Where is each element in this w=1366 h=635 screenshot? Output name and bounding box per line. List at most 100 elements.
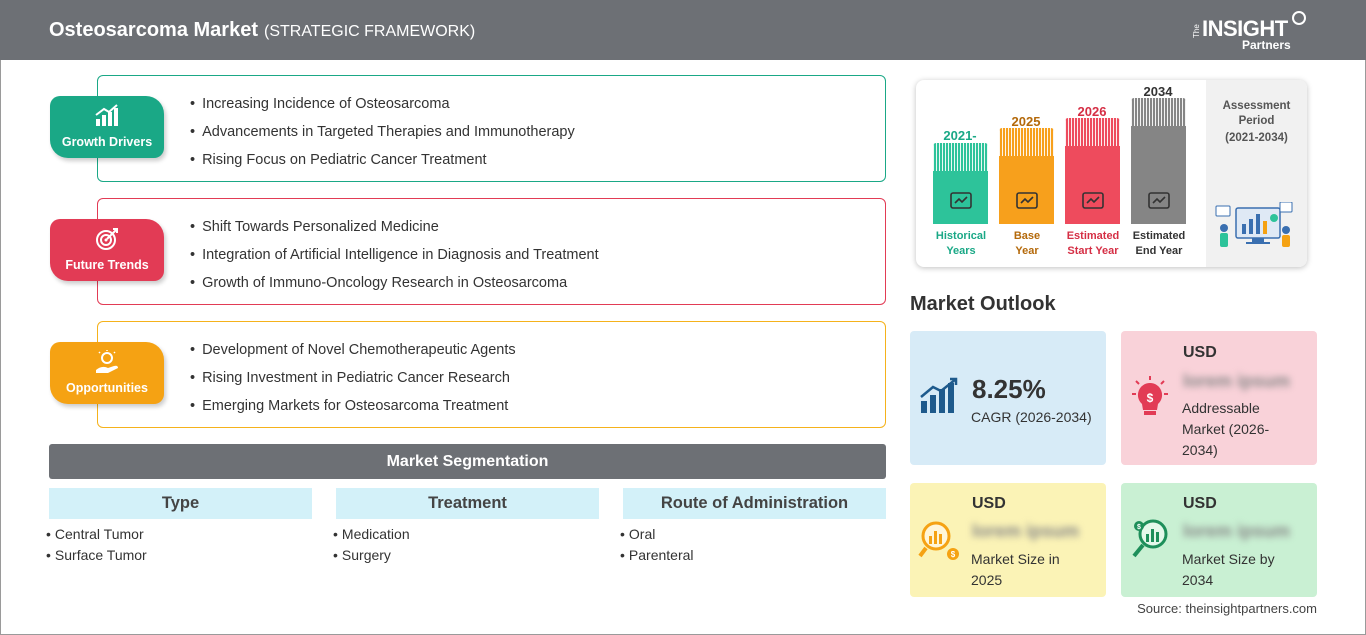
cagr-value: 8.25% bbox=[972, 374, 1046, 404]
growth-chart-icon bbox=[95, 104, 118, 126]
timeline-bar-stripes bbox=[1065, 118, 1120, 146]
segment-list-treatment: Medication Surgery bbox=[333, 525, 410, 567]
list-item: Integration of Artificial Intelligence i… bbox=[190, 245, 599, 273]
header-bar: Osteosarcoma Market (STRATEGIC FRAMEWORK)… bbox=[0, 0, 1366, 60]
list-item: Advancements in Targeted Therapies and I… bbox=[190, 122, 575, 150]
timeline-caption-line1: Estimated bbox=[1132, 230, 1186, 242]
size2034-label: Market Size by 2034 bbox=[1182, 551, 1275, 588]
timeline-bar bbox=[1131, 98, 1186, 224]
opportunities-list: Development of Novel Chemotherapeutic Ag… bbox=[190, 340, 516, 424]
presentation-icon bbox=[1148, 192, 1170, 209]
size2025-label: Market Size in 2025 bbox=[971, 551, 1060, 588]
list-item: Growth of Immuno-Oncology Research in Os… bbox=[190, 273, 599, 301]
size2034-value: lorem ipsum bbox=[1183, 521, 1291, 541]
source-link[interactable]: Source: theinsightpartners.com bbox=[1137, 601, 1317, 616]
opportunities-badge: Opportunities bbox=[50, 342, 164, 404]
addressable-value: lorem ipsum bbox=[1183, 371, 1291, 391]
growth-drivers-card: Increasing Incidence of Osteosarcoma Adv… bbox=[97, 75, 886, 182]
timeline-bar bbox=[933, 143, 988, 224]
timeline-caption-line1: Estimated bbox=[1066, 230, 1120, 242]
timeline-caption-line2: Start Year bbox=[1067, 245, 1119, 257]
logo-insight: INSIGHT bbox=[1202, 16, 1288, 41]
calendar-icon bbox=[1016, 192, 1038, 209]
timeline-year: 2025 bbox=[1011, 114, 1041, 129]
list-item: Shift Towards Personalized Medicine bbox=[190, 217, 599, 245]
growth-drivers-label: Growth Drivers bbox=[61, 135, 153, 149]
logo-partners: Partners bbox=[1242, 38, 1291, 52]
market-segmentation-bar: Market Segmentation bbox=[49, 444, 886, 479]
chart-board-icon bbox=[1082, 192, 1104, 209]
assessment-period: (2021-2034) bbox=[1225, 132, 1288, 144]
segment-head-route: Route of Administration bbox=[623, 488, 886, 519]
assessment-title: Assessment Period bbox=[1222, 100, 1291, 127]
size2025-value: lorem ipsum bbox=[972, 521, 1080, 541]
list-item: Medication bbox=[333, 525, 410, 546]
market-size-2025-card: $ USD lorem ipsum Market Size in 2025 bbox=[910, 483, 1106, 597]
future-trends-card: Shift Towards Personalized Medicine Inte… bbox=[97, 198, 886, 305]
list-item: Surgery bbox=[333, 546, 410, 567]
future-trends-badge: Future Trends bbox=[50, 219, 164, 281]
page-title: Osteosarcoma Market (STRATEGIC FRAMEWORK) bbox=[49, 19, 475, 42]
list-item: Increasing Incidence of Osteosarcoma bbox=[190, 94, 575, 122]
timeline-bar bbox=[999, 128, 1054, 224]
opportunities-label: Opportunities bbox=[66, 381, 148, 395]
addressable-market-card: $ USD lorem ipsum Addressable Market (20… bbox=[1121, 331, 1317, 465]
timeline-caption-line1: Base bbox=[1013, 230, 1041, 242]
size2034-usd: USD bbox=[1183, 495, 1217, 512]
logo-the: The bbox=[1192, 24, 1201, 38]
lightbulb-dollar-icon: $ bbox=[1132, 376, 1168, 415]
list-item: Rising Investment in Pediatric Cancer Re… bbox=[190, 368, 516, 396]
cagr-card: 8.25% CAGR (2026-2034) bbox=[910, 331, 1106, 465]
timeline-bar-stripes bbox=[1131, 98, 1186, 126]
segment-head-type: Type bbox=[49, 488, 312, 519]
segment-list-route: Oral Parenteral bbox=[620, 525, 694, 567]
opportunities-card: Development of Novel Chemotherapeutic Ag… bbox=[97, 321, 886, 428]
list-item: Rising Focus on Pediatric Cancer Treatme… bbox=[190, 150, 575, 178]
timeline-caption-line2: Year bbox=[1015, 245, 1039, 257]
list-item: Surface Tumor bbox=[46, 546, 147, 567]
list-item: Oral bbox=[620, 525, 694, 546]
growth-drivers-list: Increasing Incidence of Osteosarcoma Adv… bbox=[190, 94, 575, 178]
magnifier-chart-icon: $ bbox=[918, 521, 959, 560]
target-icon bbox=[96, 228, 118, 250]
lightbulb-hand-icon bbox=[96, 350, 118, 373]
insight-partners-logo[interactable]: The INSIGHT Partners bbox=[1192, 10, 1312, 54]
timeline-caption-line1: Historical bbox=[935, 230, 987, 242]
addressable-label: Addressable Market (2026-2034) bbox=[1182, 400, 1270, 458]
size2025-usd: USD bbox=[972, 495, 1006, 512]
timeline-bar bbox=[1065, 118, 1120, 224]
list-item: Emerging Markets for Osteosarcoma Treatm… bbox=[190, 396, 516, 424]
market-outlook-title: Market Outlook bbox=[910, 293, 1056, 315]
cagr-label: CAGR (2026-2034) bbox=[971, 409, 1092, 425]
list-item: Development of Novel Chemotherapeutic Ag… bbox=[190, 340, 516, 368]
timeline-caption-line2: Years bbox=[946, 245, 976, 257]
timeline-bar-stripes bbox=[933, 143, 988, 171]
history-icon bbox=[950, 192, 972, 209]
timeline-year: 2026 bbox=[1077, 104, 1107, 119]
subtitle-text: (STRATEGIC FRAMEWORK) bbox=[263, 23, 476, 40]
svg-text:$: $ bbox=[951, 550, 956, 559]
magnifier-chart-icon: $ bbox=[1132, 519, 1168, 558]
title-text: Osteosarcoma Market bbox=[49, 19, 258, 41]
svg-text:$: $ bbox=[1147, 391, 1154, 405]
assessment-panel: Assessment Period (2021-2034) bbox=[1206, 80, 1307, 267]
future-trends-label: Future Trends bbox=[65, 258, 149, 272]
addressable-usd: USD bbox=[1183, 344, 1217, 361]
growth-drivers-badge: Growth Drivers bbox=[50, 96, 164, 158]
logo-ring-icon bbox=[1292, 11, 1306, 25]
timeline-caption-line2: End Year bbox=[1135, 245, 1183, 257]
timeline-year: 2034 bbox=[1143, 84, 1173, 99]
timeline-bar-stripes bbox=[999, 128, 1054, 156]
analytics-people-icon bbox=[1215, 202, 1293, 247]
svg-text:$: $ bbox=[1137, 524, 1141, 531]
future-trends-list: Shift Towards Personalized Medicine Inte… bbox=[190, 217, 599, 301]
segment-list-type: Central Tumor Surface Tumor bbox=[46, 525, 147, 567]
market-size-2034-card: $ USD lorem ipsum Market Size by 2034 bbox=[1121, 483, 1317, 597]
list-item: Parenteral bbox=[620, 546, 694, 567]
growth-chart-icon bbox=[920, 377, 958, 413]
list-item: Central Tumor bbox=[46, 525, 147, 546]
